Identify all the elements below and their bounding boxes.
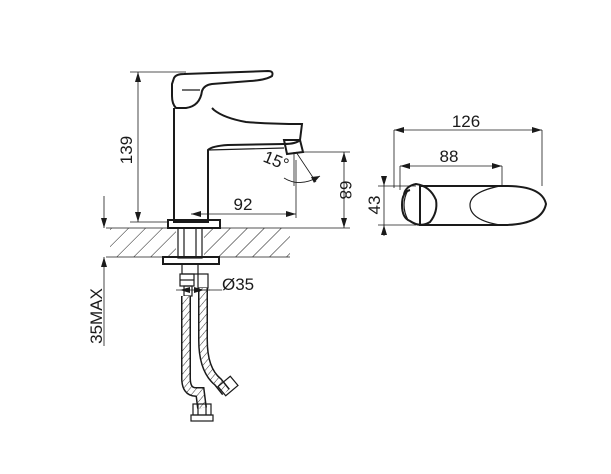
- dim-handle-grip-length: 88: [399, 147, 503, 190]
- dim-height-total: 139: [117, 71, 186, 223]
- dim-max-deck-thickness-label: 35MAX: [87, 288, 106, 344]
- braided-hoses: [181, 288, 239, 422]
- dim-hole-diameter: Ø35: [176, 275, 254, 294]
- dim-handle-length-label: 126: [452, 112, 480, 131]
- dim-reach-label: 92: [234, 195, 253, 214]
- faucet-side-view: [167, 69, 305, 229]
- countertop-section: [106, 224, 290, 262]
- dim-max-deck-thickness: 35MAX: [87, 196, 107, 346]
- dim-handle-length: 126: [393, 112, 543, 188]
- dim-height-total-label: 139: [117, 136, 136, 164]
- handle-top-view: [400, 182, 548, 226]
- dim-spout-height-label: 68: [336, 181, 355, 200]
- dim-handle-height: 43: [365, 176, 416, 236]
- dim-spout-height: 68: [290, 151, 355, 229]
- dim-handle-grip-length-label: 88: [440, 147, 459, 166]
- dim-hole-diameter-label: Ø35: [222, 275, 254, 294]
- dim-reach: 92: [191, 160, 297, 218]
- dim-handle-height-label: 43: [365, 196, 384, 215]
